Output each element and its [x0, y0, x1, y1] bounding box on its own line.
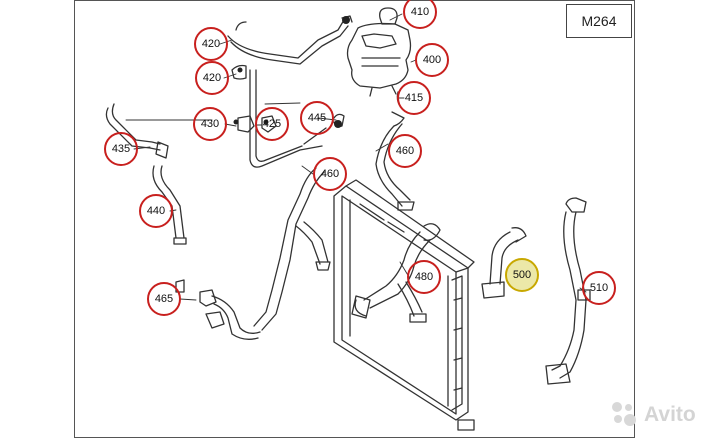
hose-420-lower [231, 64, 323, 168]
callout-500[interactable]: 500 [505, 258, 539, 292]
hose-510 [545, 197, 591, 385]
watermark-text: Avito [644, 403, 696, 426]
hose-500 [481, 227, 527, 299]
callout-445[interactable]: 445 [300, 101, 334, 135]
hose-440 [152, 165, 187, 245]
leader-lines [125, 13, 587, 301]
model-label: M264 [566, 4, 632, 38]
avito-watermark: Avito [612, 400, 696, 430]
hose-460-lower [253, 167, 331, 331]
hose-465 [175, 279, 261, 340]
callout-480[interactable]: 480 [407, 260, 441, 294]
callout-430[interactable]: 430 [193, 107, 227, 141]
expansion-tank [346, 7, 412, 97]
callout-410[interactable]: 410 [403, 0, 437, 29]
callout-460[interactable]: 460 [313, 157, 347, 191]
callout-420[interactable]: 420 [194, 27, 228, 61]
callout-400[interactable]: 400 [415, 43, 449, 77]
avito-logo-icon [612, 402, 638, 428]
callout-465[interactable]: 465 [147, 282, 181, 316]
callout-420[interactable]: 420 [195, 61, 229, 95]
diagram-frame [74, 0, 635, 438]
callout-440[interactable]: 440 [139, 194, 173, 228]
callout-425[interactable]: 425 [255, 107, 289, 141]
callout-435[interactable]: 435 [104, 132, 138, 166]
radiator [333, 179, 475, 431]
callout-415[interactable]: 415 [397, 81, 431, 115]
hose-420-upper [227, 15, 353, 65]
callout-510[interactable]: 510 [582, 271, 616, 305]
callout-460[interactable]: 460 [388, 134, 422, 168]
